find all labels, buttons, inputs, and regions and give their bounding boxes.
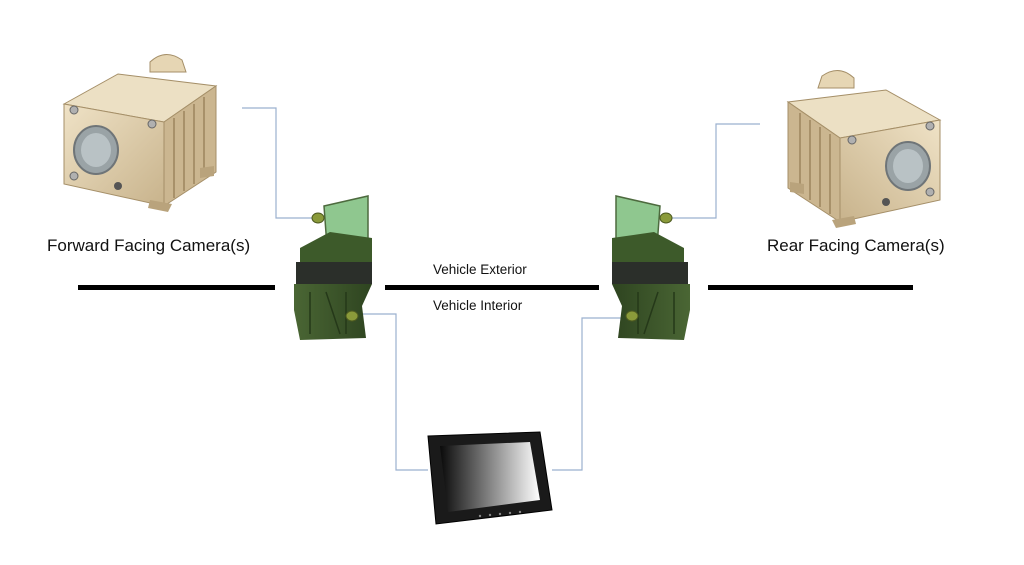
wall-segment-right — [708, 285, 913, 290]
camera-icon — [62, 54, 218, 212]
connector-lines — [242, 107, 760, 471]
connector-forward-camera — [242, 107, 312, 219]
connector-rear-camera — [672, 123, 760, 219]
monitor-icon — [427, 431, 553, 525]
vehicle-wall — [78, 285, 913, 290]
processing-unit-icon — [612, 195, 690, 340]
wall-segment-left — [78, 285, 275, 290]
vehicle-exterior-label: Vehicle Exterior — [433, 262, 527, 277]
rear-camera-label: Rear Facing Camera(s) — [767, 236, 945, 255]
connector-left-monitor — [360, 313, 428, 471]
connector-right-monitor — [552, 317, 630, 471]
camera-icon — [786, 70, 942, 228]
forward-camera-label: Forward Facing Camera(s) — [47, 236, 251, 255]
processing-unit-icon — [294, 195, 372, 340]
vehicle-interior-label: Vehicle Interior — [433, 298, 523, 313]
wall-segment-center — [385, 285, 599, 290]
